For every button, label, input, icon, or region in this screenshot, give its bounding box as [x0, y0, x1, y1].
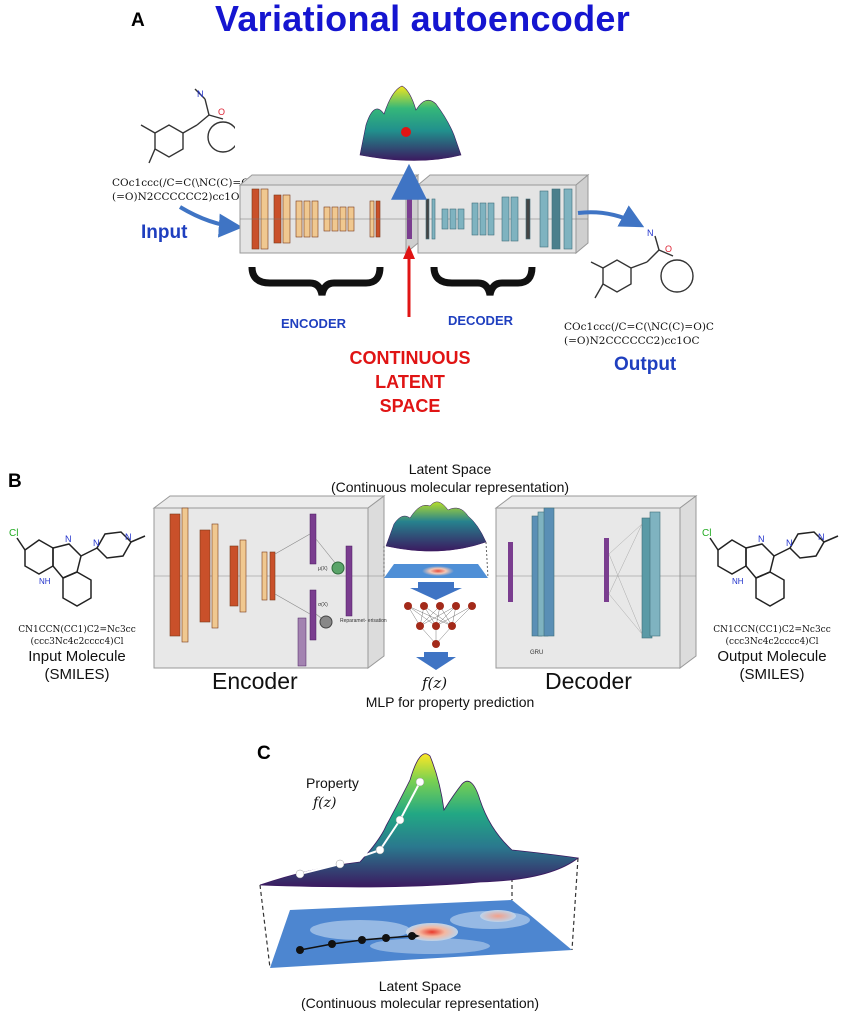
output-molecule-structure-a: O N — [590, 228, 694, 299]
latent-mlp-b — [383, 501, 489, 670]
input-smiles-b-line1: CN1CCN(CC1)C2=Nc3cc — [18, 625, 136, 635]
latent-label-a-line3: SPACE — [379, 396, 441, 416]
atom-n3-b-out: N — [818, 532, 825, 542]
latent-landscape-a — [359, 85, 462, 161]
output-arrow-a — [577, 205, 645, 228]
atom-n2-b-out: N — [786, 538, 793, 548]
property-label-c: Property — [306, 775, 359, 791]
atom-n1-b-out: N — [758, 534, 765, 544]
svg-text:N: N — [197, 89, 204, 99]
panel-c-letter: C — [257, 743, 271, 764]
encoder-label-b: Encoder — [212, 668, 298, 694]
latent-label-a-line1: CONTINUOUS — [349, 348, 471, 368]
decoder-label-a: DECODER — [448, 313, 514, 328]
decoder-brace-a — [430, 266, 536, 296]
input-molecule-sublabel-b: (SMILES) — [44, 666, 110, 683]
gru-label-b: GRU — [530, 650, 543, 656]
input-label-a: Input — [141, 222, 188, 243]
atom-cl-b: Cl — [9, 528, 18, 539]
latent-title-b: Latent Space — [408, 461, 492, 477]
decoder-box-b: GRU — [494, 495, 698, 669]
output-molecule-sublabel-b: (SMILES) — [739, 666, 805, 683]
panel-b-letter: B — [8, 471, 22, 492]
property-landscape-c — [259, 753, 579, 969]
svg-text:O: O — [665, 244, 672, 254]
output-smiles-b-line1: CN1CCN(CC1)C2=Nc3cc — [713, 625, 831, 635]
input-smiles-a-line2: (=O)N2CCCCCC2)cc1OC — [112, 191, 248, 203]
output-smiles-b-line2: (ccc3Nc4c2cccc4)Cl — [725, 637, 819, 647]
input-smiles-a-line1: COc1ccc(/C=C(\NC(C)=O)C — [112, 177, 262, 189]
svg-text:O: O — [218, 107, 225, 117]
encoder-box-b: μ(X) σ(X) Reparamet- erisation — [152, 495, 387, 669]
fz-label-b: f(z) — [422, 674, 448, 692]
atom-nh-b: NH — [39, 577, 51, 586]
latent-label-a: CONTINUOUS LATENT SPACE — [330, 346, 490, 418]
decoder-layers-a — [425, 188, 573, 250]
mlp-label-b: MLP for property prediction — [365, 694, 535, 710]
reparam-label-b: Reparamet- erisation — [340, 618, 387, 624]
encoder-brace-a — [248, 266, 384, 296]
output-molecule-label-b: Output Molecule — [717, 648, 827, 665]
fz-label-c: f(z) — [313, 795, 337, 811]
atom-n1-b: N — [65, 534, 72, 544]
latent-subtitle-b: (Continuous molecular representation) — [330, 479, 570, 495]
svg-text:N: N — [647, 228, 654, 238]
output-smiles-a-line1: COc1ccc(/C=C(\NC(C)=O)C — [564, 321, 714, 333]
input-arrow-a — [178, 205, 243, 238]
output-molecule-structure-b: Cl N N N NH — [702, 528, 839, 607]
encoder-label-a: ENCODER — [281, 316, 347, 331]
input-smiles-b-line2: (ccc3Nc4c2cccc4)Cl — [30, 637, 124, 647]
latent-label-a-line2: LATENT — [375, 372, 445, 392]
atom-nh-b-out: NH — [732, 577, 744, 586]
atom-n3-b: N — [125, 532, 132, 542]
input-molecule-structure-b: Cl N N N NH — [9, 528, 146, 607]
mu-label-b: μ(X) — [318, 566, 328, 572]
atom-n2-b: N — [93, 538, 100, 548]
latent-subtitle-c: (Continuous molecular representation) — [300, 995, 540, 1011]
output-label-a: Output — [614, 354, 677, 375]
sigma-label-b: σ(X) — [318, 602, 328, 608]
panel-a-letter: A — [131, 10, 145, 31]
output-smiles-a-line2: (=O)N2CCCCCC2)cc1OC — [564, 335, 700, 347]
decoder-label-b: Decoder — [545, 668, 632, 694]
vae-network-a — [178, 163, 645, 317]
latent-title-c: Latent Space — [378, 978, 462, 994]
panel-a-title: Variational autoencoder — [215, 0, 631, 39]
atom-cl-b-out: Cl — [702, 528, 711, 539]
input-molecule-structure-a: O N — [140, 88, 235, 164]
input-molecule-label-b: Input Molecule — [28, 648, 126, 665]
